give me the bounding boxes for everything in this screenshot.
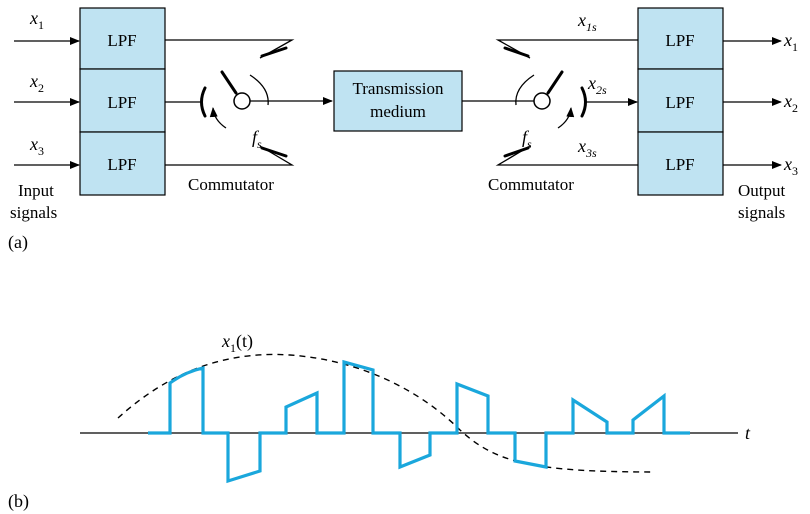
left-rotation-arc-1 [249, 74, 269, 106]
output-caption-2: signals [738, 203, 785, 222]
right-contact-2 [580, 86, 587, 118]
part-b-label: (b) [8, 491, 29, 512]
output-label-2: x2 [783, 91, 798, 115]
input-caption-2: signals [10, 203, 57, 222]
transmission-medium-box [333, 70, 463, 132]
input-label-1: x1 [29, 8, 44, 32]
left-lpf-2 [79, 68, 166, 133]
left-lpf-stack: LPF LPF LPF [79, 7, 166, 196]
input-label-2: x2 [29, 71, 44, 95]
left-rotation-arc-2 [209, 107, 227, 129]
right-contact-3 [503, 146, 530, 158]
time-axis-label: t [745, 423, 751, 443]
left-rotor-arm [220, 70, 238, 95]
input-caption-1: Input [18, 181, 54, 200]
x1-curve-label: x1(t) [221, 331, 253, 355]
right-lpf-1 [637, 7, 724, 70]
left-lpf-3-label: LPF [107, 155, 136, 174]
input-labels: x1 x2 x3 [29, 8, 44, 158]
input-label-3: x3 [29, 134, 44, 158]
left-lpf-2-label: LPF [107, 93, 136, 112]
sampled-label-3: x3s [577, 136, 597, 160]
left-commutator-label: Commutator [188, 175, 274, 194]
sampled-label-2: x2s [587, 73, 607, 97]
right-rotation-arc-2 [557, 107, 575, 129]
right-lpf-3-label: LPF [665, 155, 694, 174]
left-lpf-3 [79, 131, 166, 196]
left-contact-1 [260, 46, 288, 58]
left-fs-label: fs [252, 127, 262, 151]
right-rotation-arc-1 [515, 74, 535, 106]
right-lpf-stack: LPF LPF LPF [637, 7, 724, 196]
medium-label-1: Transmission [352, 79, 444, 98]
right-commutator [462, 39, 638, 166]
part-a-label: (a) [8, 232, 28, 253]
right-lpf-1-label: LPF [665, 31, 694, 50]
right-commutator-label: Commutator [488, 175, 574, 194]
right-lpf-2-label: LPF [665, 93, 694, 112]
right-rotor-arm [546, 70, 564, 95]
output-label-1: x1 [783, 30, 798, 54]
left-commutator [165, 39, 333, 166]
right-rotor-hub [533, 92, 551, 110]
right-contact-1 [503, 46, 530, 58]
output-arrows [723, 37, 782, 169]
left-rotor-hub [233, 92, 251, 110]
tdm-waveform [148, 359, 690, 484]
left-contact-3 [260, 146, 288, 158]
right-fs-label: fs [522, 127, 532, 151]
output-label-3: x3 [783, 154, 798, 178]
right-lpf-3 [637, 131, 724, 196]
left-contact-2 [200, 86, 207, 118]
left-lpf-1-label: LPF [107, 31, 136, 50]
right-lpf-2 [637, 68, 724, 133]
sampled-label-1: x1s [577, 10, 597, 34]
medium-label-2: medium [370, 102, 426, 121]
left-lpf-1 [79, 7, 166, 70]
output-caption-1: Output [738, 181, 786, 200]
input-arrows [14, 37, 80, 169]
